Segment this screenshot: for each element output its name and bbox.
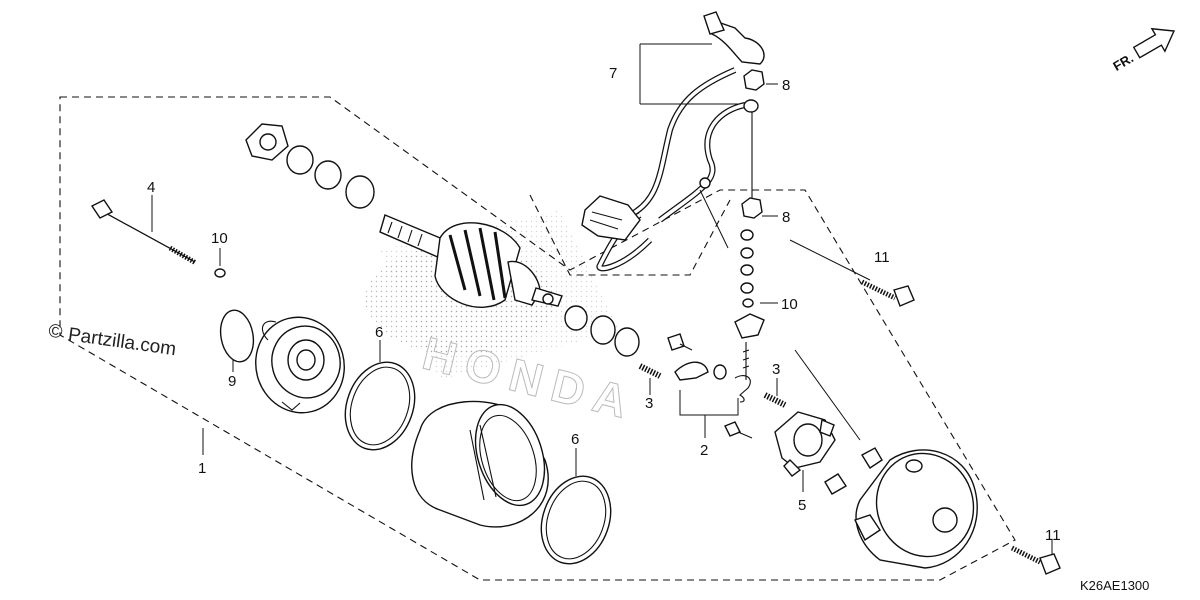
o-ring-lower-inner xyxy=(545,480,607,560)
callout-7: 7 xyxy=(609,65,617,82)
front-direction-arrow: FR. xyxy=(1110,27,1176,74)
washer xyxy=(742,298,754,308)
callout-3b: 3 xyxy=(772,361,780,378)
diagram-code: K26AE1300 xyxy=(1080,578,1149,593)
starter-bolt-long xyxy=(90,199,198,266)
o-ring xyxy=(219,309,255,363)
o-ring-lower xyxy=(540,475,612,565)
callout-5: 5 xyxy=(798,497,806,514)
terminal-hardware xyxy=(734,69,765,380)
brush-holder xyxy=(774,411,836,477)
callout-2: 2 xyxy=(700,442,708,459)
armature xyxy=(379,214,563,308)
callout-1: 1 xyxy=(198,460,206,477)
callout-10b: 10 xyxy=(781,296,798,313)
bolt-upper xyxy=(860,279,915,307)
wire-harness xyxy=(581,11,765,272)
callout-8a: 8 xyxy=(782,77,790,94)
front-cover xyxy=(255,316,345,414)
partzilla-watermark: © Partzilla.com xyxy=(47,321,178,361)
motor-case xyxy=(411,400,549,528)
fr-label: FR. xyxy=(1110,50,1136,73)
rear-cover xyxy=(854,449,978,569)
callout-9: 9 xyxy=(228,373,236,390)
callout-8b: 8 xyxy=(782,209,790,226)
shim-set-lower xyxy=(564,305,640,357)
callout-11b: 11 xyxy=(1045,527,1061,544)
watermark-text: Partzilla.com xyxy=(67,324,178,360)
callout-4: 4 xyxy=(147,179,155,196)
assembly-boundary xyxy=(59,96,1016,581)
callout-3a: 3 xyxy=(645,395,653,412)
callout-11a: 11 xyxy=(874,249,890,266)
callout-6a: 6 xyxy=(375,324,383,341)
harness-boundary xyxy=(529,194,731,276)
washer xyxy=(214,268,226,278)
shim-set-upper xyxy=(245,123,375,209)
brush-terminal-set xyxy=(638,333,787,439)
gasket-small xyxy=(824,473,847,495)
o-ring-upper-inner xyxy=(349,366,411,446)
gasket-small xyxy=(861,447,883,469)
copyright-symbol: © xyxy=(47,321,64,344)
callout-6b: 6 xyxy=(571,431,579,448)
callout-10a: 10 xyxy=(211,230,228,247)
bolt-lower xyxy=(1010,545,1061,575)
o-ring-upper xyxy=(344,361,416,451)
leader-lines xyxy=(151,43,1053,555)
